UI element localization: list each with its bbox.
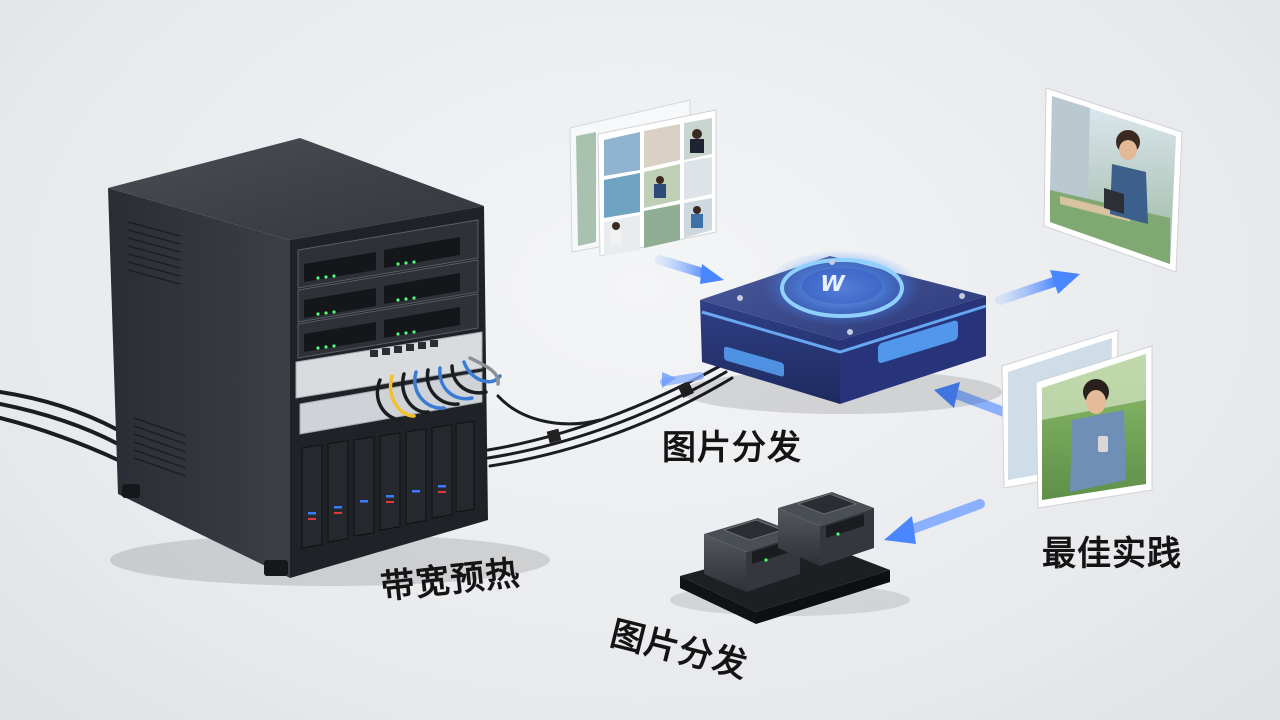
rack-units [297, 219, 479, 359]
arrow-photo-to-hub [934, 382, 1009, 417]
left-cables [0, 390, 120, 462]
arrow-hub-to-photo [995, 270, 1080, 305]
side-vent-lower [133, 417, 187, 477]
edge-module-device [670, 492, 910, 624]
network-switch [295, 331, 483, 435]
photo-pair-right [1001, 329, 1153, 509]
arrow-collage-to-hub [655, 255, 724, 284]
server-cabinet [108, 138, 550, 586]
patch-cables [375, 356, 502, 422]
hub-device [682, 250, 1002, 414]
photo-collage [569, 99, 717, 257]
disk-bays [301, 420, 475, 549]
label-image-distribution-top: 图片分发 [662, 428, 802, 468]
photo-man-tablet [1043, 87, 1183, 273]
arrow-cables-to-hub [660, 372, 704, 388]
trunk-cables [486, 364, 734, 468]
arrow-photo-to-module [884, 499, 985, 544]
label-best-practice: 最佳实践 [1042, 534, 1182, 574]
side-vent-upper [127, 221, 181, 285]
